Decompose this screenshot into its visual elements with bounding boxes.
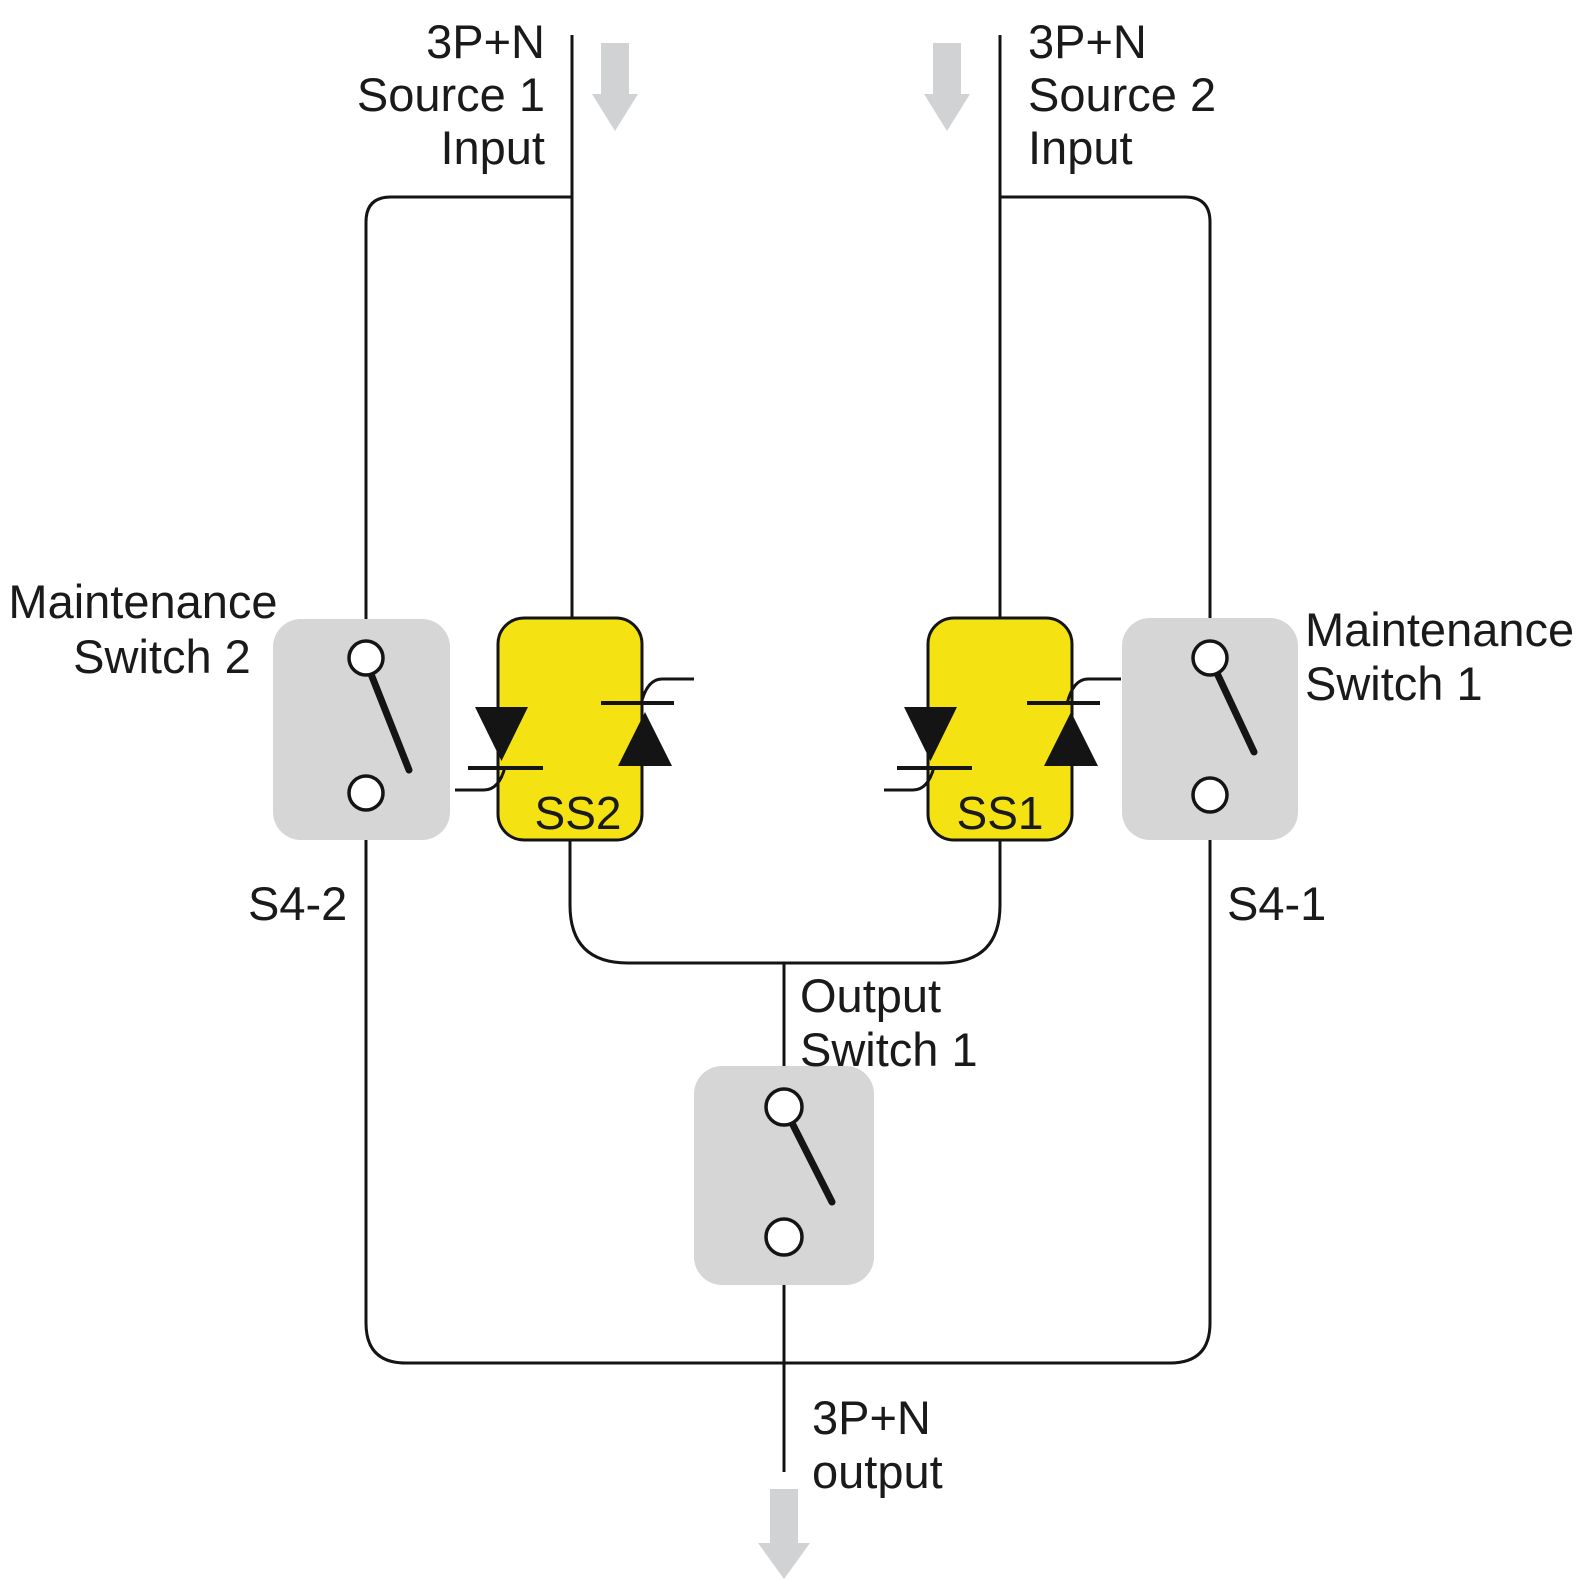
maintenance-switch-2-label-line2: Switch 2 [73,630,251,683]
output-switch-1-box [694,1066,874,1285]
ss1-scr-down-triangle [904,707,957,761]
output-switch-1-label-line2: Switch 1 [800,1023,978,1076]
output-switch-1-blade [787,1117,836,1206]
maintenance-switch-1-label-line1: Maintenance [1305,603,1574,656]
maintenance-switch-1-designator: S4-1 [1227,877,1326,930]
output-label-line1: 3P+N [812,1391,931,1444]
labels: 3P+N Source 1 Input 3P+N Source 2 Input … [8,15,1574,1498]
static-switch-ss2: SS2 [455,616,694,842]
source1-label-line2: Source 1 [357,68,545,121]
ss1-scr-up-triangle [1044,712,1098,766]
maintenance-switch-1-blade [1212,667,1258,756]
source2-label-line1: 3P+N [1028,15,1147,68]
ss2-label: SS2 [535,787,622,839]
output-flow-arrow-down-icon [758,1489,810,1579]
maintenance-switch-2-label-line1: Maintenance [8,575,277,628]
ss1-scr-up-gate [1065,677,1121,705]
source1-label-line1: 3P+N [426,15,545,68]
ss2-thyristor-pair-icon [455,677,694,792]
maintenance-switch-2-box [273,619,450,840]
maintenance-switch-1-label-line2: Switch 1 [1305,657,1483,710]
maintenance-switch-2-designator: S4-2 [248,877,347,930]
ss2-scr-down-triangle [475,707,528,761]
ss1-scr-down-gate [884,766,936,792]
wire-bypass-bottom-bus [364,810,1212,1365]
output-switch-1-terminal-bottom [764,1217,804,1257]
ss2-scr-up-gate [639,677,694,705]
source1-flow-arrow-down-icon [592,43,638,131]
ss2-scr-down-gate [455,766,507,792]
maintenance-switch-2 [273,619,450,840]
static-switch-ss1: SS1 [884,616,1121,842]
output-switch-1 [694,1066,874,1285]
maintenance-switch-1-terminal-top [1191,639,1229,677]
wire-bypass-right-top [1000,195,1212,641]
maintenance-switch-2-terminal-top [347,639,385,677]
maintenance-switch-1-box [1122,618,1298,840]
wire-bypass-left-top [364,195,572,641]
source2-flow-arrow-down-icon [924,43,970,131]
ss1-label: SS1 [957,787,1044,839]
source2-label-line2: Source 2 [1028,68,1216,121]
output-label-line2: output [812,1445,943,1498]
maintenance-switch-1-terminal-bottom [1191,776,1229,814]
maintenance-switch-2-blade [367,670,413,774]
ss1-thyristor-pair-icon [884,677,1121,792]
source1-label-line3: Input [440,121,545,174]
wire-ss-output-join [568,840,1002,965]
flow-arrows [592,43,970,1579]
maintenance-switch-2-terminal-bottom [347,774,385,812]
output-switch-1-label-line1: Output [800,969,941,1022]
wires [364,35,1212,1472]
ss2-scr-up-triangle [618,712,672,766]
output-switch-1-terminal-top [764,1087,804,1127]
source2-label-line3: Input [1028,121,1133,174]
maintenance-switch-1 [1122,618,1298,840]
